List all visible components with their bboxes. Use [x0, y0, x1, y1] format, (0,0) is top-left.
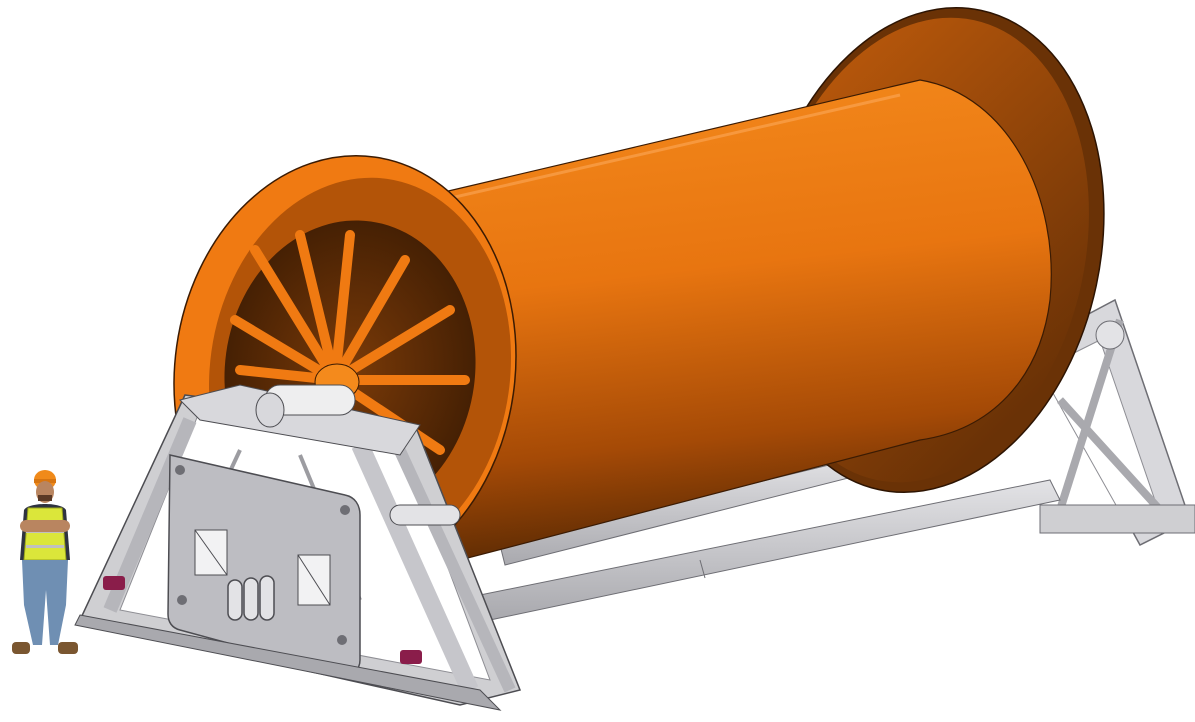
- safety-vest-icon: [23, 507, 67, 561]
- front-stand: [74, 384, 522, 711]
- lifting-lug: [400, 650, 422, 664]
- chain-links: [227, 575, 275, 621]
- lifting-lug: [103, 576, 125, 590]
- reel-drum: [409, 79, 1052, 561]
- worker-figure: [12, 470, 78, 654]
